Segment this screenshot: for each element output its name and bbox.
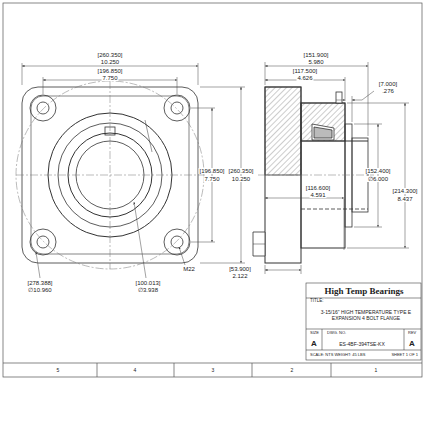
rev-value: A: [408, 340, 416, 348]
front-view: [16, 81, 204, 269]
dimension: [53.900]: [228, 266, 252, 272]
dimension: ∅6.000: [367, 176, 389, 182]
dimension: 7.750: [203, 176, 220, 182]
zone-number: 1: [374, 368, 379, 373]
scale-weight: SCALE: NTS WEIGHT: 45 LBS: [309, 353, 366, 357]
dimension: [196.850]: [198, 168, 225, 174]
dimension: [116.600]: [305, 185, 332, 191]
dimension: 4.591: [309, 192, 326, 198]
front-dimensions: [22, 63, 245, 278]
dimension: ∅3.938: [137, 287, 159, 293]
dimension: ∅10.960: [27, 287, 52, 293]
dimension: 8.437: [396, 196, 413, 202]
zone-number: 3: [211, 368, 216, 373]
dimension: [117.500]: [292, 68, 319, 74]
side-dimensions: [265, 62, 409, 274]
zone-number: 5: [56, 368, 61, 373]
dimension: 5.980: [307, 59, 324, 65]
dimension: [196.850]: [96, 68, 123, 74]
dimension: [7.000]: [378, 81, 398, 87]
rev-heading: REV: [407, 331, 417, 335]
zone-number: 2: [290, 368, 295, 373]
dimension: 7.750: [101, 75, 118, 81]
dimension: 2.122: [231, 273, 248, 279]
sheet-number: SHEET 1 OF 1: [390, 353, 419, 357]
company-name: High Temp Bearings: [323, 287, 404, 296]
title-block: [306, 283, 421, 360]
dimension: [100.013]: [134, 280, 161, 286]
dimension: 10.250: [231, 176, 251, 182]
sheet-frame: [3, 3, 422, 377]
zone-number: 4: [133, 368, 138, 373]
dimension: 10.250: [100, 59, 120, 65]
dimension: .276: [381, 88, 395, 94]
size-value: A: [310, 340, 318, 348]
dimension: [152.400]: [364, 168, 391, 174]
dimension: [214.300]: [391, 188, 418, 194]
drawing-number: ES-4BF-394TSE-KX: [338, 342, 386, 347]
dimension: [260.350]: [96, 52, 123, 58]
drawing-title: 3-15/16" HIGH TEMPERATURE TYPE E EXPANSI…: [319, 310, 413, 322]
thread-callout: M22: [182, 266, 196, 272]
size-heading: SIZE: [309, 331, 320, 335]
side-view: [253, 87, 374, 263]
dwg-heading: DWG. NO.: [326, 331, 347, 335]
dimension: [260.350]: [227, 168, 254, 174]
dimension: 4.626: [296, 75, 313, 81]
dimension: [151.900]: [302, 52, 329, 58]
dimension: [278.388]: [26, 280, 53, 286]
title-heading: TITLE:: [309, 299, 325, 304]
